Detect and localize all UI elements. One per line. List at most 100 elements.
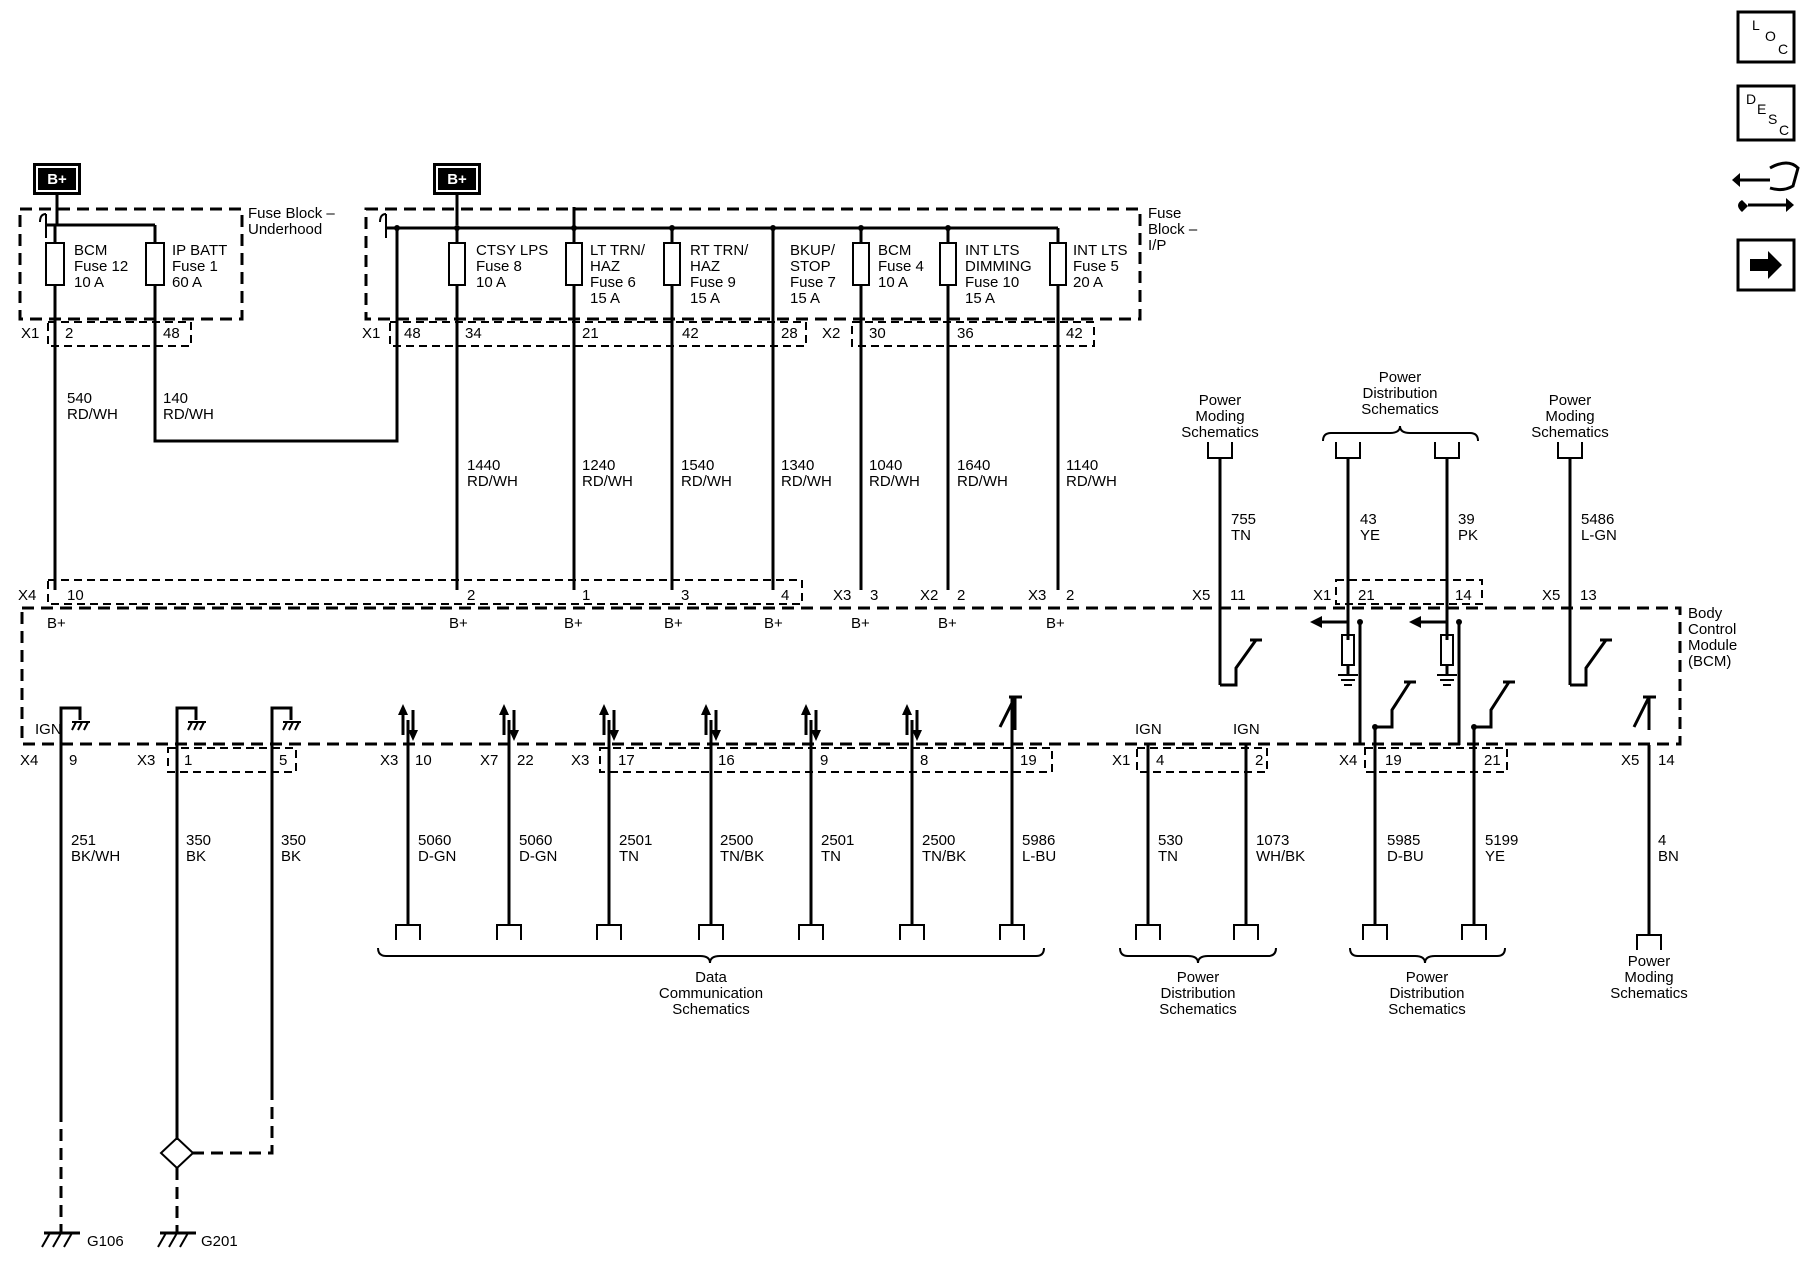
svg-text:Power: Power bbox=[1379, 369, 1422, 386]
fuse-block-underhood: Fuse Block – Underhood BCM Fuse 12 10 A … bbox=[18, 195, 335, 347]
svg-text:2: 2 bbox=[957, 587, 965, 604]
ground-g106: G106 bbox=[41, 1231, 124, 1250]
fuse-int-lts-dimming: INT LTS DIMMING Fuse 10 15 A bbox=[939, 228, 1032, 307]
svg-text:IGN: IGN bbox=[35, 721, 62, 738]
connector-tool-icon[interactable] bbox=[1732, 161, 1800, 212]
svg-text:22: 22 bbox=[517, 752, 534, 769]
svg-text:43: 43 bbox=[1360, 511, 1377, 528]
data-connector-stub bbox=[999, 924, 1025, 940]
svg-text:2501: 2501 bbox=[619, 832, 652, 849]
data-connector-stub bbox=[496, 924, 522, 940]
svg-text:Schematics: Schematics bbox=[1361, 401, 1439, 418]
desc-icon[interactable]: D E S C bbox=[1736, 84, 1796, 142]
svg-text:B+: B+ bbox=[664, 615, 683, 632]
svg-text:48: 48 bbox=[404, 325, 421, 342]
svg-text:42: 42 bbox=[682, 325, 699, 342]
svg-text:L-BU: L-BU bbox=[1022, 848, 1056, 865]
svg-text:RD/WH: RD/WH bbox=[957, 473, 1008, 490]
svg-text:INT LTS: INT LTS bbox=[965, 242, 1019, 259]
svg-text:1040: 1040 bbox=[869, 457, 902, 474]
svg-text:1073: 1073 bbox=[1256, 832, 1289, 849]
svg-text:BCM: BCM bbox=[878, 242, 911, 259]
svg-text:X7: X7 bbox=[480, 752, 498, 769]
svg-text:Power: Power bbox=[1628, 953, 1671, 970]
svg-text:Schematics: Schematics bbox=[1159, 1001, 1237, 1018]
bidirectional-arrow-icon bbox=[499, 704, 519, 741]
svg-text:Power: Power bbox=[1549, 392, 1592, 409]
fuse-ctsy-lps: CTSY LPS Fuse 8 10 A bbox=[448, 228, 548, 291]
bcm-top-connectors: X4 10 2 1 3 4 X3 3 X2 2 X3 2 X5 11 X1 21… bbox=[18, 579, 1597, 632]
svg-text:10: 10 bbox=[67, 587, 84, 604]
svg-text:L-GN: L-GN bbox=[1581, 527, 1617, 544]
loc-icon[interactable]: L O C bbox=[1736, 10, 1796, 64]
svg-text:Fuse 5: Fuse 5 bbox=[1073, 258, 1119, 275]
svg-text:5: 5 bbox=[279, 752, 287, 769]
svg-text:5486: 5486 bbox=[1581, 511, 1614, 528]
svg-text:1: 1 bbox=[582, 587, 590, 604]
svg-text:5985: 5985 bbox=[1387, 832, 1420, 849]
svg-text:14: 14 bbox=[1455, 587, 1472, 604]
svg-text:Moding: Moding bbox=[1624, 969, 1673, 986]
bidirectional-arrow-icon bbox=[801, 704, 821, 741]
svg-text:34: 34 bbox=[465, 325, 482, 342]
svg-text:X3: X3 bbox=[137, 752, 155, 769]
svg-text:D-GN: D-GN bbox=[418, 848, 456, 865]
svg-text:15 A: 15 A bbox=[965, 290, 995, 307]
svg-text:X3: X3 bbox=[833, 587, 851, 604]
svg-text:Schematics: Schematics bbox=[1388, 1001, 1466, 1018]
svg-text:WH/BK: WH/BK bbox=[1256, 848, 1305, 865]
svg-text:2: 2 bbox=[467, 587, 475, 604]
svg-text:21: 21 bbox=[1358, 587, 1375, 604]
svg-text:Distribution: Distribution bbox=[1362, 385, 1437, 402]
svg-text:Fuse 10: Fuse 10 bbox=[965, 274, 1019, 291]
data-connector-stub bbox=[698, 924, 724, 940]
svg-text:RT TRN/: RT TRN/ bbox=[690, 242, 749, 259]
input-14 bbox=[1409, 616, 1462, 745]
svg-text:B+: B+ bbox=[764, 615, 783, 632]
svg-text:RD/WH: RD/WH bbox=[681, 473, 732, 490]
svg-text:D: D bbox=[1746, 91, 1756, 107]
svg-text:BK/WH: BK/WH bbox=[71, 848, 120, 865]
svg-text:Fuse 6: Fuse 6 bbox=[590, 274, 636, 291]
svg-text:DIMMING: DIMMING bbox=[965, 258, 1032, 275]
svg-text:L: L bbox=[1752, 17, 1760, 33]
svg-text:IP BATT: IP BATT bbox=[172, 242, 227, 259]
switch-x5-14 bbox=[1632, 695, 1656, 730]
lower-refs: Power Distribution Schematics Power Dist… bbox=[377, 924, 1688, 1018]
svg-text:5199: 5199 bbox=[1485, 832, 1518, 849]
svg-text:LT TRN/: LT TRN/ bbox=[590, 242, 646, 259]
svg-text:251: 251 bbox=[71, 832, 96, 849]
svg-text:I/P: I/P bbox=[1148, 237, 1166, 254]
svg-text:B+: B+ bbox=[851, 615, 870, 632]
svg-text:3: 3 bbox=[681, 587, 689, 604]
svg-text:9: 9 bbox=[69, 752, 77, 769]
svg-text:Communication: Communication bbox=[659, 985, 763, 1002]
svg-text:2501: 2501 bbox=[821, 832, 854, 849]
svg-text:1: 1 bbox=[184, 752, 192, 769]
internal-ground-5 bbox=[270, 706, 301, 745]
bplus-tag-right: B+ bbox=[433, 163, 481, 195]
next-arrow-icon[interactable] bbox=[1736, 238, 1796, 292]
svg-text:B+: B+ bbox=[938, 615, 957, 632]
svg-text:39: 39 bbox=[1458, 511, 1475, 528]
svg-text:2500: 2500 bbox=[922, 832, 955, 849]
svg-text:D-BU: D-BU bbox=[1387, 848, 1424, 865]
svg-text:4: 4 bbox=[781, 587, 789, 604]
svg-text:19: 19 bbox=[1385, 752, 1402, 769]
svg-text:Distribution: Distribution bbox=[1389, 985, 1464, 1002]
svg-text:2: 2 bbox=[65, 325, 73, 342]
svg-text:X4: X4 bbox=[18, 587, 36, 604]
svg-text:350: 350 bbox=[281, 832, 306, 849]
lower-wires: 251 BK/WH 350 BK 350 BK 5060 D-GN 5060 D… bbox=[59, 697, 1679, 1232]
svg-text:42: 42 bbox=[1066, 325, 1083, 342]
switch-13 bbox=[1570, 638, 1612, 687]
svg-text:17: 17 bbox=[618, 752, 635, 769]
svg-text:YE: YE bbox=[1485, 848, 1505, 865]
svg-text:CTSY LPS: CTSY LPS bbox=[476, 242, 548, 259]
svg-text:Schematics: Schematics bbox=[1531, 424, 1609, 441]
svg-text:X3: X3 bbox=[571, 752, 589, 769]
svg-text:B+: B+ bbox=[564, 615, 583, 632]
data-arrows bbox=[398, 704, 922, 741]
svg-text:10 A: 10 A bbox=[74, 274, 104, 291]
